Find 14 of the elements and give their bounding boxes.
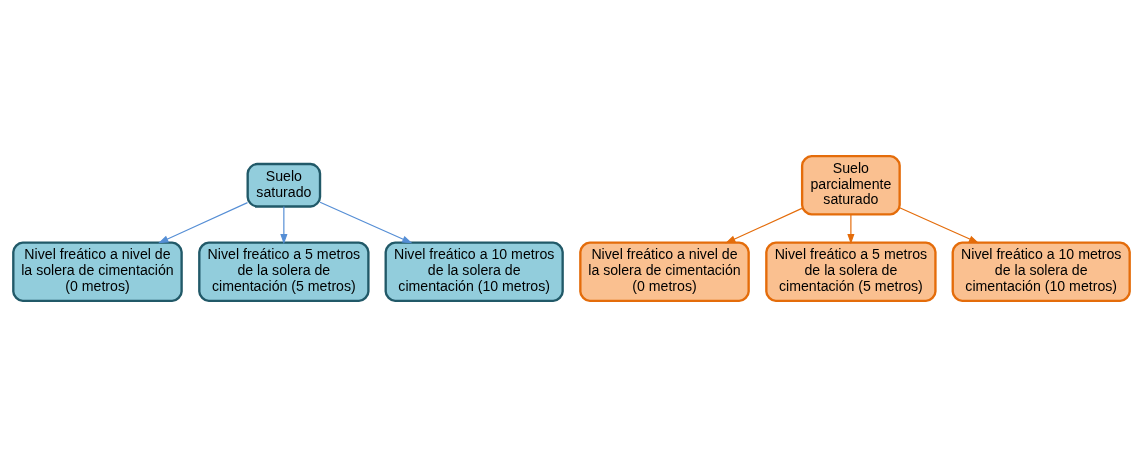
node-box: Nivel freático a 10 metros de la solera de cimentación (10 metros) — [384, 241, 564, 302]
arrow — [725, 207, 803, 243]
node-box: Nivel freático a 10 metros de la solera de cimentación (10 metros) — [951, 241, 1131, 302]
node-box: Suelo saturado — [246, 162, 322, 208]
node-box: Nivel freático a nivel de la solera de cimentación (0 metros) — [579, 241, 750, 302]
arrow — [158, 201, 249, 243]
arrow — [899, 206, 980, 243]
arrow — [847, 213, 855, 244]
node-box: Nivel freático a 5 metros de la solera de cimentación (5 metros) — [198, 241, 370, 302]
node-box: Nivel freático a 5 metros de la solera de cimentación (5 metros) — [765, 241, 937, 302]
arrow — [319, 201, 413, 243]
node-box: Nivel freático a nivel de la solera de cimentación (0 metros) — [12, 241, 183, 302]
arrow — [280, 205, 288, 244]
node-box: Suelo parcialmente saturado — [800, 154, 901, 215]
